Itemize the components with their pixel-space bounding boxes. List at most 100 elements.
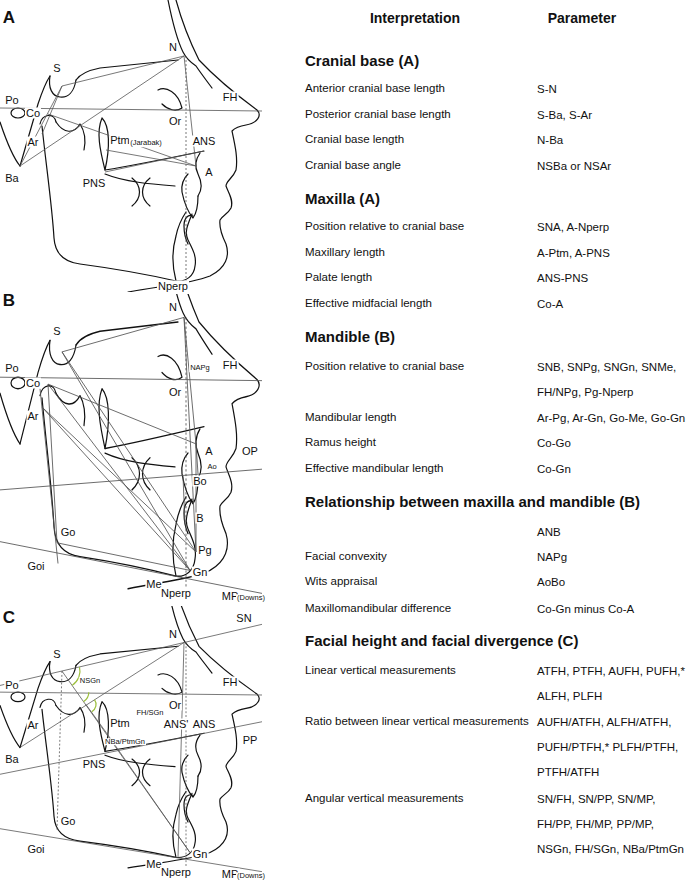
angle-label: (Jarabak) bbox=[129, 139, 163, 147]
construction-line bbox=[42, 86, 62, 134]
landmark-label: Goi bbox=[26, 843, 45, 854]
section-heading: Cranial base (A) bbox=[305, 53, 419, 68]
landmark-label: Goi bbox=[26, 560, 45, 571]
interpretation-cell: Cranial base angle bbox=[305, 160, 401, 172]
construction-line bbox=[48, 384, 57, 543]
interpretation-cell: Facial convexity bbox=[305, 551, 387, 563]
construction-line bbox=[20, 56, 184, 166]
construction-line bbox=[86, 705, 106, 733]
panel-c bbox=[0, 606, 262, 876]
landmark-label: N bbox=[168, 628, 178, 639]
landmark-label: FH bbox=[222, 676, 239, 687]
parameter-cell: A-Ptm, A-PNS bbox=[537, 241, 691, 266]
column-header: Parameter bbox=[548, 11, 617, 25]
landmark-label: PNS bbox=[82, 178, 107, 189]
construction-line bbox=[84, 692, 89, 701]
parameter-cell: N-Ba bbox=[537, 128, 691, 153]
panel-letter: B bbox=[2, 292, 16, 309]
landmark-label: Gn bbox=[192, 848, 209, 859]
interpretation-cell: Maxillomandibular difference bbox=[305, 603, 451, 615]
construction-line bbox=[62, 56, 184, 86]
column-header: Interpretation bbox=[370, 11, 460, 25]
angle-label: Ao bbox=[206, 463, 217, 471]
landmark-label: SN bbox=[235, 612, 252, 623]
construction-line bbox=[42, 407, 190, 570]
landmark-label: B bbox=[195, 512, 204, 523]
landmark-label: OP bbox=[241, 445, 259, 456]
parameter-cell: SNB, SNPg, SNGn, SNMe, FH/NPg, Pg-Nperp bbox=[537, 355, 691, 405]
landmark-label: N bbox=[168, 302, 178, 313]
landmark-label: ANS bbox=[192, 136, 217, 147]
interpretation-cell: Effective mandibular length bbox=[305, 463, 444, 475]
landmark-label: Pg bbox=[197, 544, 212, 555]
parameter-cell: Co-A bbox=[537, 292, 691, 317]
landmark-label: ANS' bbox=[163, 718, 190, 729]
parameter-cell: S-N bbox=[537, 77, 691, 102]
section-heading: Relationship between maxilla and mandibl… bbox=[305, 494, 640, 509]
landmark-label: Nperp bbox=[157, 281, 189, 292]
section-heading: Maxilla (A) bbox=[305, 191, 380, 206]
landmark-label: Co bbox=[25, 377, 41, 388]
landmark-label: Ar bbox=[27, 137, 40, 148]
landmark-label: Ba bbox=[4, 173, 19, 184]
landmark-label: S bbox=[52, 63, 61, 74]
landmark-label: PNS bbox=[82, 758, 107, 769]
landmark-label: PP bbox=[242, 734, 259, 745]
landmark-label: Bo bbox=[192, 475, 207, 486]
construction-line bbox=[57, 671, 62, 830]
angle-label: (Downs) bbox=[236, 872, 266, 880]
landmark-label: Go bbox=[60, 527, 77, 538]
landmark-label: Co bbox=[25, 108, 41, 119]
interpretation-cell: Posterior cranial base length bbox=[305, 109, 451, 121]
landmark-label: Ar bbox=[27, 411, 40, 422]
landmark-label: Ar bbox=[27, 719, 40, 730]
landmark-label: A bbox=[204, 167, 213, 178]
construction-line bbox=[106, 150, 196, 166]
angle-arcs bbox=[72, 667, 96, 712]
landmark-label: Go bbox=[60, 816, 77, 827]
parameter-cell: NSBa or NSAr bbox=[537, 154, 691, 179]
construction-line bbox=[62, 317, 184, 352]
construction-line bbox=[183, 476, 185, 524]
parameter-cell: Co-Go bbox=[537, 431, 691, 456]
construction-line bbox=[0, 469, 262, 490]
interpretation-cell: Position relative to cranial base bbox=[305, 361, 464, 373]
construction-line bbox=[48, 114, 196, 166]
landmark-label: S bbox=[52, 648, 61, 659]
construction-line bbox=[48, 384, 196, 444]
construction-line bbox=[62, 671, 190, 852]
landmark-label: Nperp bbox=[160, 866, 192, 877]
construction-line bbox=[0, 542, 262, 594]
construction-line bbox=[92, 700, 96, 712]
landmark-label: Nperp bbox=[160, 588, 192, 599]
landmark-label: Ptm bbox=[109, 135, 131, 146]
landmark-label: FH bbox=[222, 92, 239, 103]
interpretation-cell: Mandibular length bbox=[305, 412, 396, 424]
interpretation-cell: Wits appraisal bbox=[305, 576, 377, 588]
interpretation-cell: Linear vertical measurements bbox=[305, 665, 456, 677]
parameter-cell: Co-Gn minus Co-A bbox=[537, 597, 691, 622]
interpretation-cell: Maxillary length bbox=[305, 247, 385, 259]
construction-line bbox=[62, 352, 196, 552]
construction-line bbox=[196, 444, 197, 552]
angle-label: NSGn bbox=[79, 677, 101, 685]
landmark-label: Ptm bbox=[109, 717, 131, 728]
panel-letter: A bbox=[2, 9, 16, 26]
angle-label: NBa/PtmGn bbox=[104, 738, 146, 746]
landmark-label: Ba bbox=[4, 753, 19, 764]
interpretation-cell: Effective midfacial length bbox=[305, 298, 432, 310]
construction-line bbox=[0, 692, 262, 695]
interpretation-cell: Angular vertical measurements bbox=[305, 793, 464, 805]
landmark-label: ANS bbox=[192, 718, 217, 729]
angle-label: FH/SGn bbox=[135, 709, 164, 717]
construction-line bbox=[106, 732, 190, 852]
skull-tracing bbox=[0, 294, 259, 589]
parameter-cell: SNA, A-Nperp bbox=[537, 215, 691, 240]
parameter-cell: NAPg bbox=[537, 545, 691, 570]
interpretation-cell: Palate length bbox=[305, 272, 372, 284]
landmark-label: Po bbox=[4, 95, 19, 106]
interpretation-cell: Ramus height bbox=[305, 437, 376, 449]
skull-tracing bbox=[0, 0, 259, 292]
landmark-label: Po bbox=[4, 679, 19, 690]
construction-line bbox=[40, 389, 58, 564]
